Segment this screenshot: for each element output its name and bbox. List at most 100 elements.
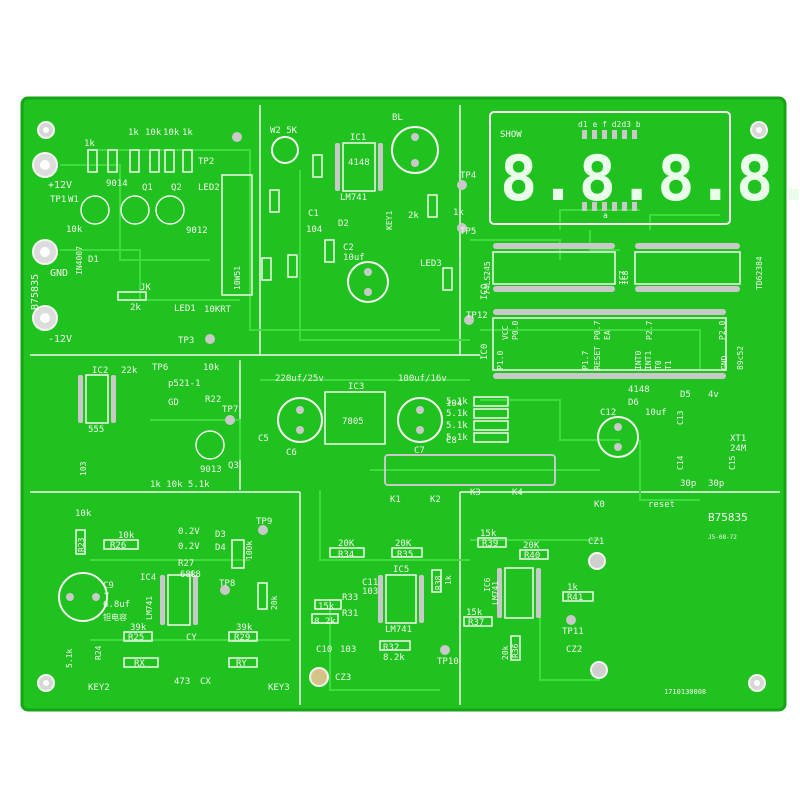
svg-text:C8: C8 bbox=[446, 436, 457, 446]
svg-text:C11: C11 bbox=[362, 578, 378, 588]
svg-text:1k: 1k bbox=[444, 575, 453, 585]
svg-text:K2: K2 bbox=[430, 495, 441, 505]
svg-text:5.1k: 5.1k bbox=[65, 649, 74, 668]
svg-text:4v: 4v bbox=[708, 390, 719, 400]
svg-text:D6: D6 bbox=[628, 398, 639, 408]
svg-text:KEY2: KEY2 bbox=[88, 683, 110, 693]
svg-text:D1: D1 bbox=[88, 255, 99, 265]
svg-text:22k: 22k bbox=[121, 366, 138, 376]
svg-text:1k: 1k bbox=[84, 139, 95, 149]
svg-text:reset: reset bbox=[648, 500, 675, 510]
svg-text:TP8: TP8 bbox=[219, 579, 235, 589]
svg-text:C13: C13 bbox=[676, 410, 685, 425]
svg-text:100uf/16v: 100uf/16v bbox=[398, 374, 447, 384]
power-connector-pads bbox=[32, 152, 58, 331]
svg-text:39k: 39k bbox=[130, 623, 147, 633]
svg-text:+: + bbox=[104, 589, 110, 599]
svg-text:KEY3: KEY3 bbox=[268, 683, 290, 693]
svg-text:103: 103 bbox=[362, 587, 378, 597]
svg-text:0.2V: 0.2V bbox=[178, 527, 200, 537]
svg-text:GD: GD bbox=[168, 398, 179, 408]
svg-text:4148: 4148 bbox=[348, 158, 370, 168]
silkscreen-labels: 1k 1k 10k 10k 1k 9014 9012 10k JK 2k IN4… bbox=[50, 113, 764, 693]
svg-text:LM741: LM741 bbox=[340, 193, 367, 203]
svg-text:BL: BL bbox=[392, 113, 403, 123]
svg-text:RESET: RESET bbox=[593, 346, 602, 370]
svg-text:1k: 1k bbox=[182, 128, 193, 138]
svg-text:TP2: TP2 bbox=[198, 157, 214, 167]
svg-text:C9: C9 bbox=[103, 581, 114, 591]
svg-text:IC8: IC8 bbox=[621, 270, 630, 285]
board-date-code: J5-08-72 bbox=[708, 534, 737, 541]
svg-text:D5: D5 bbox=[680, 390, 691, 400]
svg-text:7805: 7805 bbox=[342, 417, 364, 427]
svg-text:0.2V: 0.2V bbox=[178, 542, 200, 552]
svg-text:10k: 10k bbox=[75, 509, 92, 519]
svg-text:D3: D3 bbox=[215, 530, 226, 540]
svg-text:103: 103 bbox=[340, 645, 356, 655]
board-id-left: B75835 bbox=[30, 274, 41, 310]
svg-text:R39: R39 bbox=[482, 539, 498, 549]
svg-text:R24: R24 bbox=[94, 645, 103, 660]
display-pin-pads bbox=[582, 130, 637, 211]
label-minus12v: -12V bbox=[48, 334, 72, 345]
electrolytic-capacitors bbox=[58, 126, 639, 622]
svg-text:D4: D4 bbox=[215, 543, 226, 553]
svg-text:10W51: 10W51 bbox=[233, 266, 242, 290]
svg-text:TP6: TP6 bbox=[152, 363, 168, 373]
svg-text:1k 10k 5.1k: 1k 10k 5.1k bbox=[150, 480, 210, 490]
svg-text:C12: C12 bbox=[600, 408, 616, 418]
svg-text:P2.7: P2.7 bbox=[645, 321, 654, 340]
svg-text:IC4: IC4 bbox=[140, 573, 156, 583]
svg-text:C5: C5 bbox=[258, 434, 269, 444]
svg-text:Q3: Q3 bbox=[228, 461, 239, 471]
svg-text:5.1k: 5.1k bbox=[446, 433, 468, 443]
svg-text:K0: K0 bbox=[594, 500, 605, 510]
svg-text:T0: T0 bbox=[654, 360, 663, 370]
board-serial: 1710130008 bbox=[664, 688, 706, 696]
svg-text:9014: 9014 bbox=[106, 179, 128, 189]
svg-text:Q1: Q1 bbox=[142, 183, 153, 193]
svg-text:TP4: TP4 bbox=[460, 171, 476, 181]
svg-text:473: 473 bbox=[174, 677, 190, 687]
svg-text:15k: 15k bbox=[318, 602, 335, 612]
svg-text:KEY1: KEY1 bbox=[385, 211, 394, 230]
svg-text:20k: 20k bbox=[501, 645, 510, 660]
seven-segment-display: SHOW 8.8.8.8. d1 e f d2d3 b a bbox=[489, 111, 800, 225]
svg-text:CZ1: CZ1 bbox=[588, 537, 604, 547]
svg-text:68k: 68k bbox=[180, 570, 197, 580]
svg-text:TP7: TP7 bbox=[222, 405, 238, 415]
svg-text:GND: GND bbox=[720, 355, 729, 370]
svg-text:JK: JK bbox=[140, 283, 151, 293]
capacitor-pads bbox=[66, 133, 622, 601]
svg-text:R27: R27 bbox=[178, 559, 194, 569]
svg-text:C10: C10 bbox=[316, 645, 332, 655]
svg-text:10KRT: 10KRT bbox=[204, 305, 232, 315]
svg-text:30p: 30p bbox=[680, 479, 696, 489]
svg-text:R22: R22 bbox=[205, 395, 221, 405]
svg-text:5.1k: 5.1k bbox=[446, 421, 468, 431]
svg-text:C1: C1 bbox=[308, 209, 319, 219]
svg-text:39k: 39k bbox=[236, 623, 253, 633]
svg-text:1k: 1k bbox=[567, 583, 578, 593]
svg-text:K1: K1 bbox=[390, 495, 401, 505]
svg-text:INT0: INT0 bbox=[634, 351, 643, 370]
svg-text:R40: R40 bbox=[524, 551, 540, 561]
svg-text:IC1: IC1 bbox=[350, 133, 366, 143]
svg-text:R38: R38 bbox=[434, 575, 443, 590]
svg-text:R34: R34 bbox=[338, 550, 354, 560]
svg-text:K4: K4 bbox=[512, 488, 523, 498]
svg-text:C2: C2 bbox=[343, 243, 354, 253]
svg-text:P2.0: P2.0 bbox=[718, 321, 727, 340]
svg-text:10k: 10k bbox=[145, 128, 162, 138]
svg-text:R23: R23 bbox=[77, 537, 86, 552]
svg-text:100k: 100k bbox=[245, 541, 254, 560]
svg-text:1k: 1k bbox=[128, 128, 139, 138]
svg-text:IC7: IC7 bbox=[618, 270, 627, 285]
svg-text:RX: RX bbox=[134, 659, 145, 669]
svg-text:TP9: TP9 bbox=[256, 517, 272, 527]
ic-pad-rows bbox=[78, 143, 740, 625]
svg-text:8.2k: 8.2k bbox=[314, 617, 336, 627]
svg-text:10k: 10k bbox=[118, 531, 135, 541]
svg-text:TP12: TP12 bbox=[466, 311, 488, 321]
